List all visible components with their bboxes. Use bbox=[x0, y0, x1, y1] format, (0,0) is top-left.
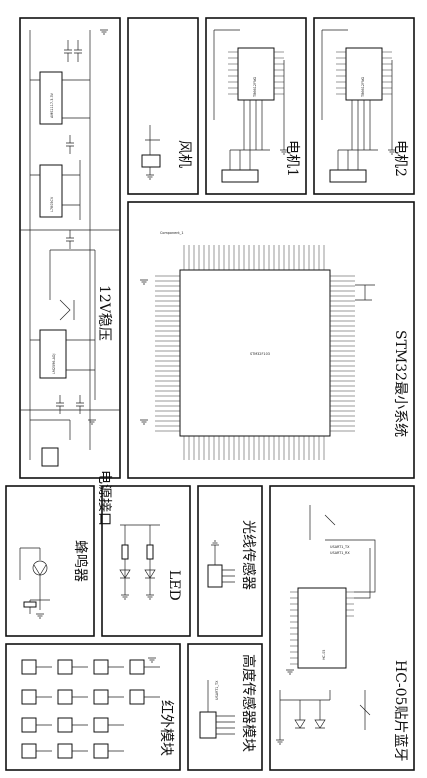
motor1-driver-label: TB6612FNG bbox=[253, 76, 257, 98]
motor1-connector bbox=[221, 169, 259, 183]
stm32-block: Component_1 STM32F103 STM32最小系统 bbox=[127, 201, 415, 479]
motor1-block: TB6612FNG 电机1 bbox=[205, 17, 307, 195]
led-block: LED bbox=[101, 485, 191, 637]
l7805-chip bbox=[39, 164, 63, 218]
led-diodes bbox=[119, 569, 156, 579]
fan-block: 风机 bbox=[127, 17, 199, 195]
fan-connector bbox=[141, 154, 161, 168]
lm2596-label: LM2596-ADJ bbox=[52, 353, 56, 374]
motor2-driver-label: TB6612FNG bbox=[361, 76, 365, 98]
led-resistor-2 bbox=[146, 544, 154, 560]
led-resistor-1 bbox=[121, 544, 129, 560]
uart-tx-label: USART1_TX bbox=[330, 545, 350, 549]
led-title: LED bbox=[166, 570, 182, 601]
light-sensor-connector bbox=[207, 564, 223, 588]
power-connector bbox=[41, 447, 59, 467]
motor1-title: 电机1 bbox=[284, 140, 300, 177]
motor2-block: TB6612FNG 电机2 bbox=[313, 17, 415, 195]
fan-title: 风机 bbox=[176, 140, 192, 168]
uart-rx-label: USART1_RX bbox=[330, 551, 350, 555]
bluetooth-status-leds bbox=[294, 719, 326, 729]
infrared-block: 红外模块 bbox=[5, 643, 181, 771]
height-sensor-connector bbox=[199, 711, 217, 739]
ams1117-chip bbox=[39, 71, 63, 125]
motor2-connector bbox=[329, 169, 367, 183]
motor1-driver-chip bbox=[237, 47, 275, 101]
stm32-chip bbox=[179, 269, 331, 437]
infrared-title: 红外模块 bbox=[158, 700, 174, 756]
bluetooth-title: HC-05贴片蓝牙 bbox=[392, 660, 408, 761]
motor2-title: 电机2 bbox=[392, 140, 408, 177]
buzzer-resistor bbox=[23, 601, 37, 608]
motor2-driver-chip bbox=[345, 47, 383, 101]
buzzer-transistor bbox=[32, 560, 48, 576]
power-supply-block: AMS1117-3.3V L7805CV LM2596-ADJ 电源接口 12V… bbox=[19, 17, 121, 526]
infrared-sensors bbox=[21, 659, 145, 759]
stm32-chip-label: STM32F103 bbox=[250, 352, 270, 356]
height-sensor-block: USART1_TX 高度传感器模块 bbox=[187, 643, 263, 771]
height-sensor-title: 高度传感器模块 bbox=[240, 654, 257, 752]
l7805-label: L7805CV bbox=[50, 196, 54, 212]
regulator-12v-title: 12V稳压 bbox=[96, 285, 112, 341]
bluetooth-block: USART1_TX USART1_RX HC-05 HC-05贴片蓝牙 bbox=[269, 485, 415, 771]
height-sensor-tx: USART1_TX bbox=[215, 680, 219, 700]
light-sensor-title: 光线传感器 bbox=[240, 520, 257, 590]
stm32-title: STM32最小系统 bbox=[392, 330, 408, 437]
hc05-chip-label: HC-05 bbox=[322, 650, 326, 660]
buzzer-block: 蜂鸣器 bbox=[5, 485, 95, 637]
stm32-pins bbox=[155, 245, 355, 460]
light-sensor-block: 光线传感器 bbox=[197, 485, 263, 637]
ams1117-label: AMS1117-3.3V bbox=[50, 92, 54, 118]
buzzer-title: 蜂鸣器 bbox=[72, 540, 89, 582]
component-label: Component_1 bbox=[160, 231, 184, 235]
power-interface-title: 电源接口 bbox=[96, 470, 113, 526]
lm2596-chip bbox=[39, 329, 67, 379]
